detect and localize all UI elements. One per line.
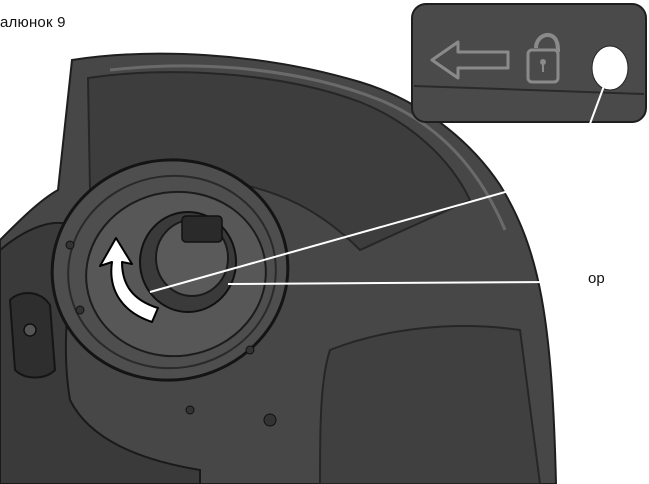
curved-arrow-icon	[99, 237, 159, 323]
left-mechanism	[0, 221, 201, 484]
indicator-dot-icon	[591, 45, 629, 91]
ring-tab	[75, 305, 85, 315]
ring-tab	[245, 345, 255, 355]
ring-tab	[65, 240, 75, 250]
leader-line-inset	[577, 85, 605, 157]
ring-tab	[185, 405, 195, 415]
ring-tab	[263, 413, 277, 427]
figure-title: алюнок 9	[0, 14, 66, 31]
leader-line-upper	[149, 179, 549, 293]
left-screw	[23, 323, 37, 337]
housing-edge-highlight	[109, 64, 507, 231]
arrow-left-icon	[430, 40, 510, 80]
callout-label: ор	[588, 270, 605, 287]
inset-panel-seam	[413, 85, 645, 95]
cap-knob-grip	[181, 215, 223, 243]
housing-lower-lobe	[319, 325, 542, 484]
leader-line-callout	[227, 281, 555, 285]
housing-inner-panel	[86, 71, 472, 252]
padlock-icon	[526, 32, 560, 84]
